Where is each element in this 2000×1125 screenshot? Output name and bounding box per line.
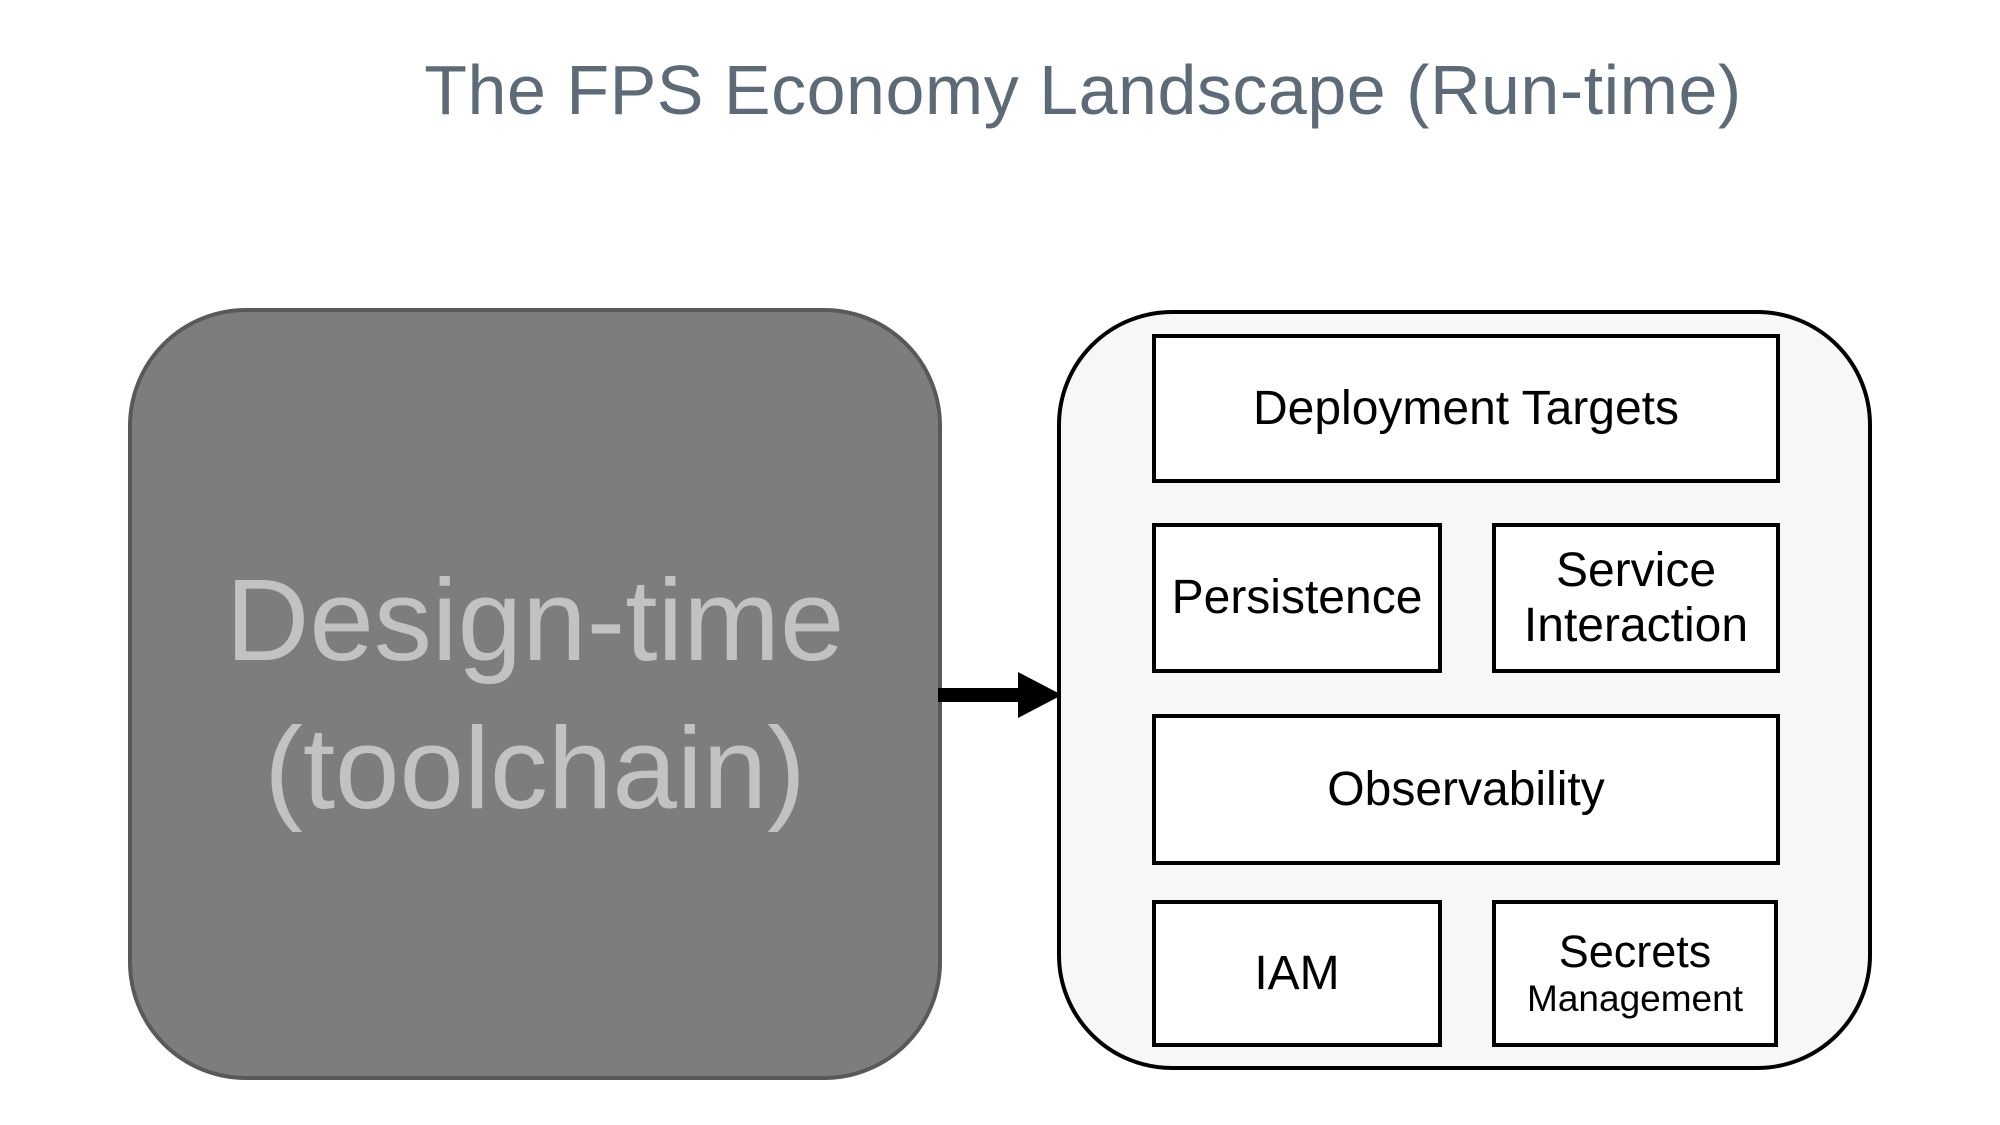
deployment-targets-label: Deployment Targets (1253, 381, 1679, 435)
deployment-targets-box: Deployment Targets (1152, 334, 1780, 483)
observability-box: Observability (1152, 714, 1780, 865)
design-time-node: Design-time (toolchain) (128, 308, 942, 1080)
iam-box: IAM (1152, 900, 1442, 1047)
secrets-management-label-line2: Management (1527, 978, 1743, 1020)
design-time-label-line1: Design-time (225, 554, 845, 685)
runtime-container: Deployment Targets Persistence Service I… (1057, 310, 1872, 1070)
persistence-box: Persistence (1152, 523, 1442, 673)
observability-label: Observability (1327, 762, 1605, 816)
slide-title: The FPS Economy Landscape (Run-time) (424, 51, 1742, 129)
design-time-label-line2: (toolchain) (264, 703, 806, 833)
secrets-management-box: Secrets Management (1492, 900, 1778, 1047)
service-interaction-box: Service Interaction (1492, 523, 1780, 673)
service-interaction-label-line2: Interaction (1523, 599, 1749, 652)
service-interaction-label-line1: Service (1555, 543, 1717, 597)
iam-label: IAM (1254, 946, 1340, 1000)
flow-arrow-icon (938, 672, 1062, 718)
design-time-label: Design-time (toolchain) (226, 546, 845, 843)
secrets-management-label-line1: Secrets (1558, 926, 1712, 978)
persistence-label: Persistence (1171, 571, 1423, 625)
